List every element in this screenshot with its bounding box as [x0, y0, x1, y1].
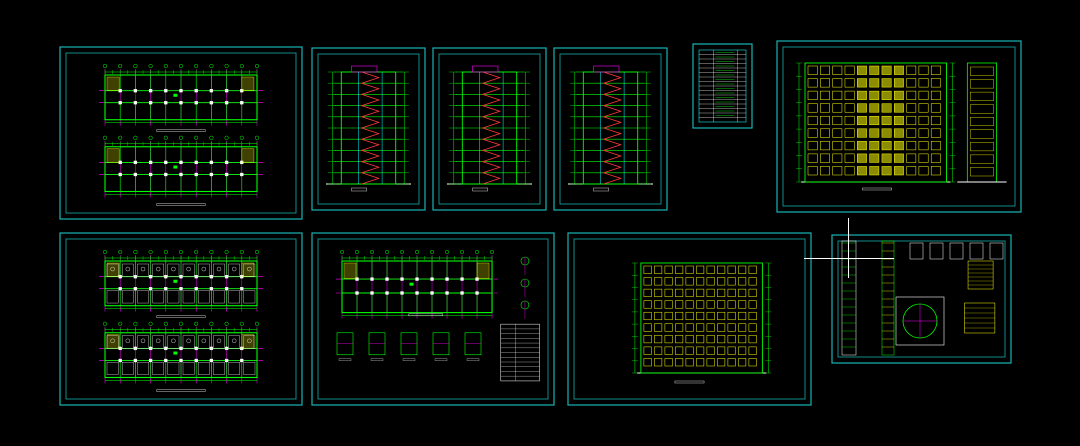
- sheet-hit-front-elevation[interactable]: [777, 41, 1021, 212]
- sheet-title-block[interactable]: [692, 43, 753, 129]
- sheet-hit-details[interactable]: [832, 235, 1011, 363]
- sheet-section-1[interactable]: [311, 47, 426, 211]
- sheet-rear-elevation[interactable]: [567, 232, 812, 406]
- sheet-hit-rear-elevation[interactable]: [568, 233, 811, 405]
- sheet-plans-2[interactable]: [59, 232, 303, 406]
- sheet-hit-section-2[interactable]: [433, 48, 546, 210]
- sheet-section-3[interactable]: [553, 47, 668, 211]
- sheet-hit-section-3[interactable]: [554, 48, 667, 210]
- sheet-hit-title-block[interactable]: [693, 44, 752, 128]
- sheet-hit-plans-2[interactable]: [60, 233, 302, 405]
- sheet-hit-roof-plan[interactable]: [312, 233, 554, 405]
- sheet-front-elevation[interactable]: [776, 40, 1022, 213]
- sheet-hit-plans-1[interactable]: [60, 47, 302, 219]
- sheet-section-2[interactable]: [432, 47, 547, 211]
- sheet-hit-section-1[interactable]: [312, 48, 425, 210]
- sheet-roof-plan[interactable]: [311, 232, 555, 406]
- sheet-details[interactable]: [831, 234, 1012, 364]
- sheet-plans-1[interactable]: [59, 46, 303, 220]
